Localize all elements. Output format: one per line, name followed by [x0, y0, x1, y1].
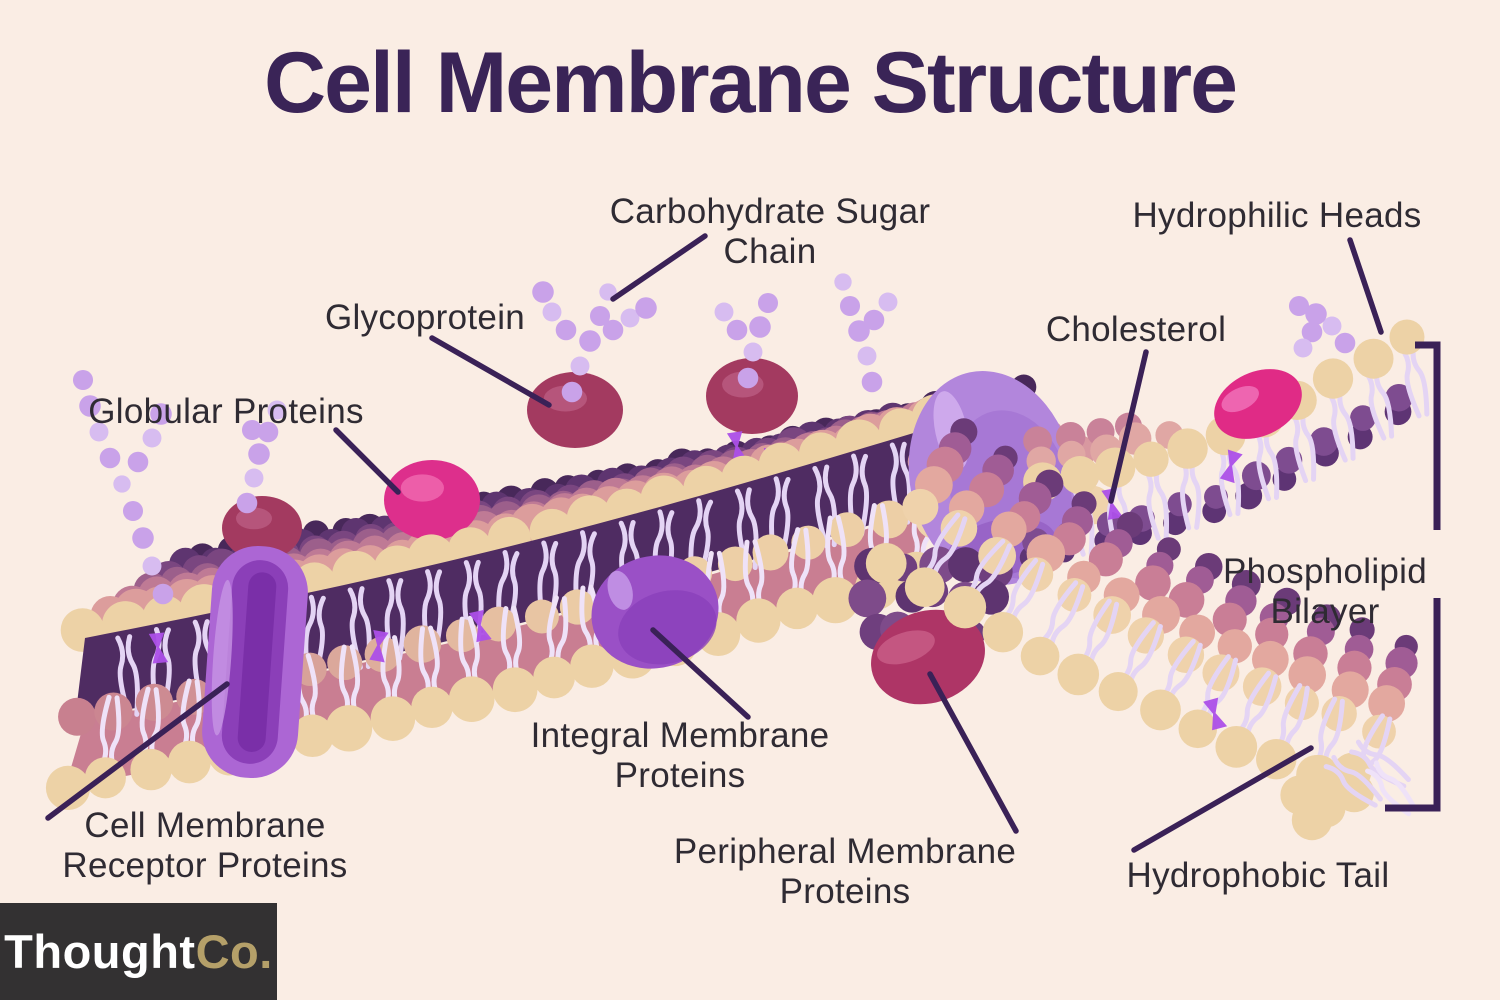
leader-cholesterol: [1108, 349, 1149, 504]
phospholipid-bilayer-bracket: [1385, 341, 1441, 812]
logo-co: Co.: [195, 925, 273, 978]
carbohydrate-sugar-chains: [72, 273, 1356, 605]
globular-protein: [384, 460, 480, 540]
page-title: Cell Membrane Structure: [264, 35, 1238, 131]
logo-thought: Thought: [4, 925, 196, 978]
bilayer-bracket-path: [1385, 341, 1441, 812]
descending-bilayer-ribbon: [865, 418, 1418, 813]
leader-integral-membrane-proteins: [650, 627, 751, 720]
leader-glycoprotein: [429, 335, 552, 408]
leader-hydrophilic-heads: [1347, 237, 1384, 335]
membrane-illustration: [45, 273, 1430, 841]
hydrophobic-tails-upper: [115, 430, 950, 718]
cell-membrane-receptor-protein: [202, 546, 308, 778]
integral-membrane-protein: [591, 555, 719, 669]
peripheral-membrane-protein: [871, 609, 985, 705]
leader-cell-membrane-receptor-proteins: [45, 681, 230, 821]
label-leader-lines: [45, 233, 1384, 853]
globular-protein-right: [1214, 369, 1302, 439]
leader-globular-proteins: [333, 427, 401, 495]
ribbon-tip: [1280, 739, 1418, 841]
leader-carbohydrate-sugar-chain: [610, 233, 708, 302]
leader-peripheral-membrane-proteins: [927, 671, 1019, 834]
leader-hydrophobic-tail: [1131, 745, 1314, 853]
